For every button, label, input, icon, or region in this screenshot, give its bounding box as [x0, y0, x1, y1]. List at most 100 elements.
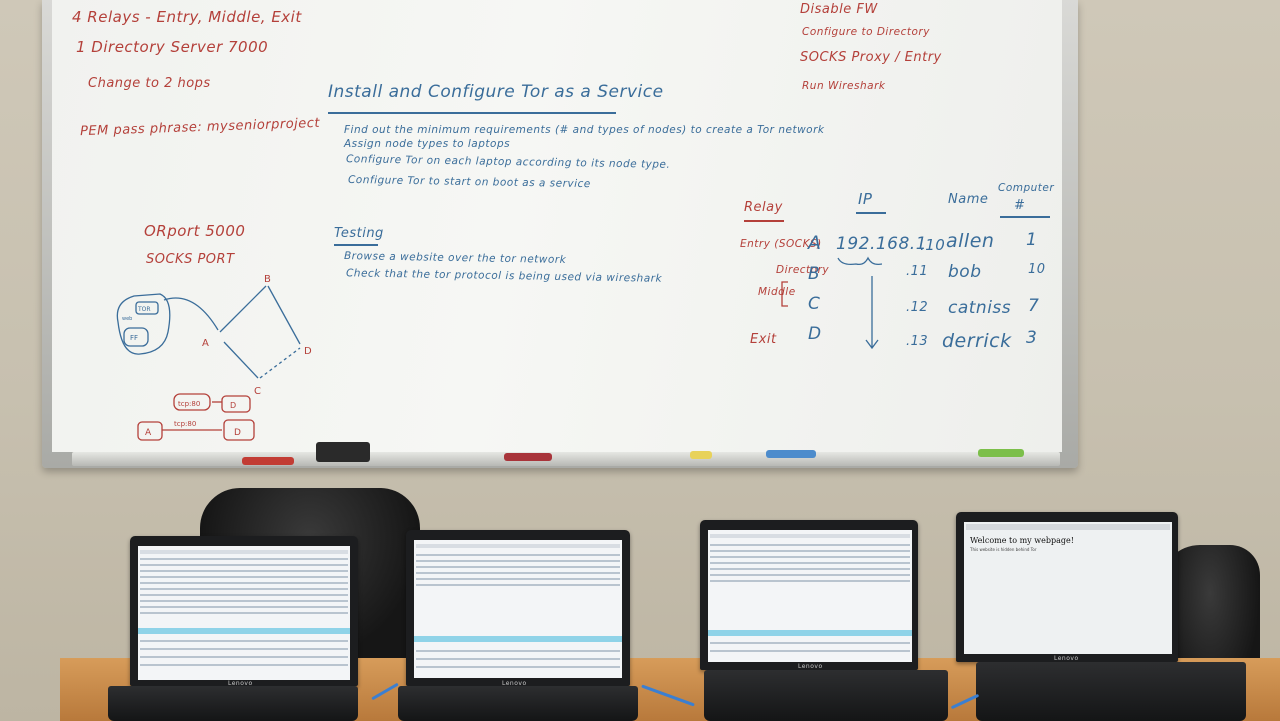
install-heading-underline — [328, 112, 616, 114]
edge-b-d — [267, 285, 301, 345]
row-directory-relay: B — [808, 264, 821, 284]
end-d1-label: D — [230, 401, 236, 410]
eraser[interactable] — [316, 442, 370, 462]
row-directory-ip: .11 — [906, 264, 929, 279]
ip-arrow — [865, 276, 879, 350]
laptop-bob: Lenovo — [398, 530, 642, 721]
end-box-d1 — [221, 395, 251, 413]
table-header-computer-hash: # — [1014, 198, 1026, 213]
tor-box-label: TOR — [137, 306, 151, 313]
row-middle-relay: C — [808, 294, 821, 314]
note-disable-fw: Disable FW — [800, 2, 878, 17]
laptop-sketch-outline — [116, 293, 171, 355]
tor-box — [135, 301, 159, 315]
red-marker[interactable] — [242, 457, 294, 465]
row-entry-name: allen — [946, 230, 995, 252]
ff-box-label: FF — [130, 334, 138, 342]
laptop-derrick: Welcome to my webpage! This website is h… — [954, 512, 1254, 721]
row-entry-relay: A — [808, 232, 822, 254]
laptop-brand: Lenovo — [502, 680, 527, 687]
node-c-label: C — [254, 386, 261, 397]
node-b-label: B — [264, 274, 271, 285]
ff-box — [123, 327, 149, 347]
middle-bracket — [781, 281, 788, 307]
hop-box-1 — [173, 393, 211, 411]
laptop-brand: Lenovo — [798, 663, 823, 670]
node-d-label: D — [304, 346, 312, 357]
edge-a-c — [223, 341, 259, 379]
laptop-keyboard[interactable] — [704, 670, 948, 721]
webpage-subtitle: This website is hidden behind Tor — [970, 547, 1037, 552]
edge-c-d — [259, 347, 301, 379]
whiteboard: 4 Relays - Entry, Middle, Exit 1 Directo… — [52, 0, 1062, 452]
row-entry-ip: .10 — [920, 236, 946, 254]
laptop-keyboard[interactable] — [976, 662, 1246, 721]
row-middle-role: Middle — [758, 286, 796, 298]
hop1-label: tcp:80 — [178, 400, 200, 408]
hop2-label: tcp:80 — [174, 420, 196, 428]
row-directory-role: Directory — [776, 264, 830, 276]
note-pem-passphrase: PEM pass phrase: myseniorproject — [79, 115, 321, 140]
network-sketch: TOR web FF A B C D tcp:80 D A tcp:80 D — [116, 274, 312, 441]
row-entry-computer: 1 — [1026, 230, 1038, 250]
table-sketch-marks — [781, 256, 882, 350]
table-header-computer: Computer — [998, 182, 1055, 194]
testing-heading: Testing — [334, 226, 384, 241]
row-entry-role: Entry (SOCKS) — [740, 238, 822, 250]
testing-item-1: Browse a website over the tor network — [343, 250, 567, 266]
laptop-brand: Lenovo — [228, 680, 253, 687]
install-item-1: Find out the minimum requirements (# and… — [344, 124, 825, 136]
row-middle-name: catniss — [948, 298, 1012, 318]
green-marker[interactable] — [978, 449, 1024, 457]
end-a-label: A — [145, 428, 152, 438]
dark-red-marker[interactable] — [504, 453, 552, 461]
marker-tray — [72, 452, 1060, 466]
note-configure-directory: Configure to Directory — [802, 26, 930, 38]
laptop-screen-wireshark[interactable] — [138, 546, 350, 680]
table-header-ip: IP — [858, 190, 873, 208]
note-run-wireshark: Run Wireshark — [802, 80, 886, 92]
install-item-3: Configure Tor on each laptop according t… — [345, 153, 671, 171]
laptop-catniss: Lenovo — [698, 520, 954, 721]
node-a-label: A — [202, 338, 209, 349]
ip-prefix: 192.168.1 — [836, 234, 928, 254]
yellow-marker-cap — [690, 451, 712, 459]
end-d2-label: D — [234, 428, 241, 438]
testing-item-2: Check that the tor protocol is being use… — [345, 267, 663, 285]
computer-underline — [1000, 216, 1050, 218]
row-exit-role: Exit — [750, 332, 777, 347]
ip-underline — [856, 212, 886, 214]
laptop-screen-webpage[interactable]: Welcome to my webpage! This website is h… — [964, 522, 1172, 654]
blue-marker[interactable] — [766, 450, 816, 458]
note-directory-server: 1 Directory Server 7000 — [76, 38, 269, 56]
orport-label: ORport 5000 — [144, 222, 246, 240]
relay-underline — [744, 220, 784, 222]
row-middle-computer: 7 — [1028, 296, 1040, 316]
note-change-hops: Change to 2 hops — [88, 76, 211, 91]
testing-heading-underline — [334, 244, 378, 246]
link-to-a — [163, 297, 219, 331]
laptop-allen: Lenovo — [104, 536, 362, 721]
row-exit-relay: D — [808, 324, 822, 344]
table-header-relay: Relay — [744, 200, 783, 215]
webpage-title: Welcome to my webpage! — [970, 536, 1074, 545]
row-directory-name: bob — [948, 262, 982, 282]
install-item-2: Assign node types to laptops — [344, 138, 511, 150]
note-relays: 4 Relays - Entry, Middle, Exit — [72, 8, 302, 26]
row-exit-ip: .13 — [906, 334, 929, 349]
socks-port-label: SOCKS PORT — [146, 252, 235, 267]
web-box-label: web — [122, 316, 132, 322]
laptop-keyboard[interactable] — [108, 686, 358, 721]
row-directory-computer: 10 — [1028, 262, 1046, 277]
install-item-4: Configure Tor to start on boot as a serv… — [347, 173, 591, 191]
install-heading: Install and Configure Tor as a Service — [328, 82, 664, 102]
laptop-screen-wireshark[interactable] — [414, 540, 622, 678]
ip-brace — [837, 256, 882, 266]
row-exit-computer: 3 — [1026, 328, 1038, 348]
note-socks-proxy: SOCKS Proxy / Entry — [800, 50, 942, 65]
laptop-screen-wireshark[interactable] — [708, 530, 912, 662]
row-exit-name: derrick — [942, 330, 1012, 352]
laptop-keyboard[interactable] — [398, 686, 638, 721]
table-header-name: Name — [948, 192, 989, 207]
